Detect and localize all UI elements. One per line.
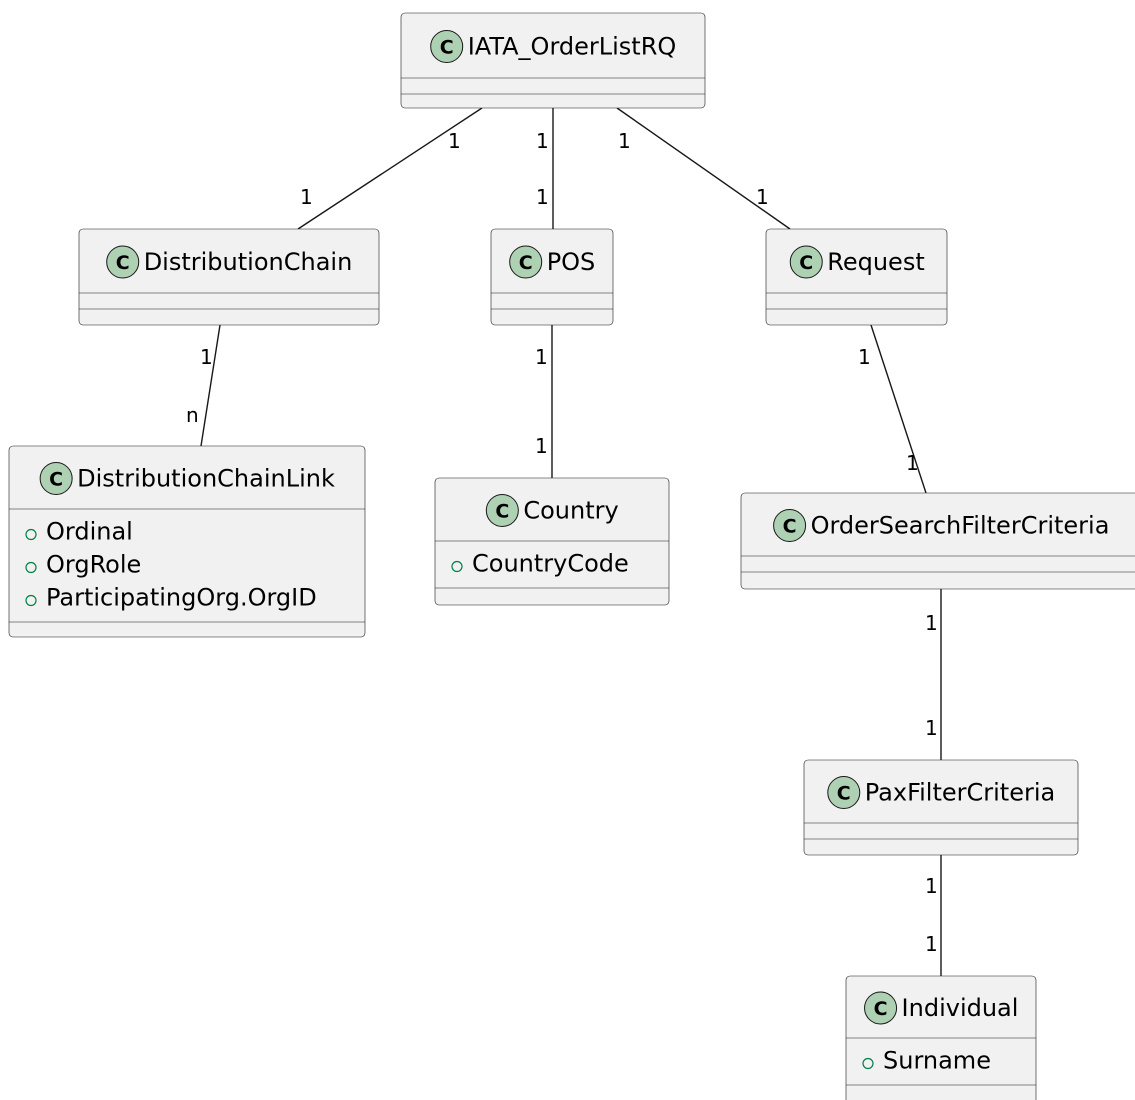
multiplicity-label: 1 bbox=[535, 345, 548, 369]
multiplicity-label: n bbox=[186, 403, 199, 427]
association-line-orderlistrq-request bbox=[616, 107, 791, 230]
association-line-orderlistrq-distchain bbox=[297, 107, 483, 230]
class-box-paxfc[interactable]: PaxFilterCriteria C bbox=[803, 759, 1079, 856]
class-name: Request bbox=[827, 248, 925, 276]
multiplicity-label: 1 bbox=[756, 185, 769, 209]
class-badge-icon: C bbox=[827, 776, 861, 809]
class-name: OrderSearchFilterCriteria bbox=[811, 512, 1110, 540]
class-box-osfc[interactable]: OrderSearchFilterCriteria C bbox=[740, 492, 1135, 590]
public-visibility-icon bbox=[25, 594, 37, 607]
class-name: PaxFilterCriteria bbox=[865, 779, 1055, 807]
multiplicity-label: 1 bbox=[535, 434, 548, 458]
class-badge-icon: C bbox=[789, 245, 823, 279]
multiplicity-label: 1 bbox=[906, 451, 919, 475]
class-badge-icon: C bbox=[864, 991, 898, 1025]
class-badge-letter: C bbox=[49, 469, 63, 491]
multiplicity-label: 1 bbox=[925, 716, 938, 740]
public-visibility-icon bbox=[25, 561, 37, 574]
public-visibility-icon bbox=[862, 1057, 874, 1070]
multiplicity-label: 1 bbox=[618, 129, 631, 153]
multiplicity-label: 1 bbox=[925, 932, 938, 956]
attribute-name: CountryCode bbox=[472, 550, 629, 578]
class-badge-icon: C bbox=[509, 245, 543, 279]
multiplicity-label: 1 bbox=[925, 611, 938, 635]
class-badge-letter: C bbox=[116, 252, 130, 274]
attribute-row: Ordinal bbox=[25, 518, 133, 546]
multiplicity-label: 1 bbox=[536, 185, 549, 209]
class-badge-letter: C bbox=[837, 783, 851, 805]
class-badge-letter: C bbox=[799, 252, 813, 274]
multiplicity-label: 1 bbox=[925, 874, 938, 898]
class-badge-icon: C bbox=[773, 509, 807, 542]
association-line-request-osfc bbox=[870, 324, 927, 494]
multiplicity-label: 1 bbox=[200, 345, 213, 369]
class-name: DistributionChainLink bbox=[77, 465, 335, 493]
multiplicity-label: 1 bbox=[300, 185, 313, 209]
multiplicity-label: 1 bbox=[448, 129, 461, 153]
class-box-individual[interactable]: Individual C Surname bbox=[845, 975, 1037, 1100]
attribute-name: OrgRole bbox=[46, 551, 141, 579]
class-badge-letter: C bbox=[783, 516, 797, 538]
class-badge-icon: C bbox=[485, 494, 519, 527]
class-name: Country bbox=[523, 497, 618, 525]
attribute-name: Surname bbox=[883, 1047, 991, 1075]
public-visibility-icon bbox=[451, 560, 463, 573]
multiplicity-label: 1 bbox=[536, 129, 549, 153]
attribute-row: ParticipatingOrg.OrgID bbox=[25, 584, 317, 612]
class-box-orderlistrq[interactable]: IATA_OrderListRQ C bbox=[400, 12, 706, 109]
class-name: IATA_OrderListRQ bbox=[468, 33, 677, 61]
class-box-country[interactable]: Country C CountryCode bbox=[434, 477, 670, 606]
class-box-distchainlink[interactable]: DistributionChainLink C OrdinalOrgRolePart… bbox=[8, 445, 366, 638]
class-badge-letter: C bbox=[874, 998, 888, 1020]
class-box-distchain[interactable]: DistributionChain C bbox=[78, 228, 380, 326]
class-badge-letter: C bbox=[495, 501, 509, 523]
class-box-pos[interactable]: POS C bbox=[490, 228, 614, 326]
class-name: POS bbox=[547, 248, 596, 276]
multiplicity-label: 1 bbox=[858, 345, 871, 369]
class-badge-letter: C bbox=[440, 37, 454, 59]
attribute-row: OrgRole bbox=[25, 551, 141, 579]
class-name: DistributionChain bbox=[144, 248, 353, 276]
class-badge-letter: C bbox=[519, 252, 533, 274]
public-visibility-icon bbox=[25, 528, 37, 541]
attribute-name: Ordinal bbox=[46, 518, 133, 546]
class-badge-icon: C bbox=[430, 30, 464, 63]
class-name: Individual bbox=[902, 994, 1019, 1022]
attribute-row: Surname bbox=[862, 1047, 991, 1075]
association-line-distchain-distchainlink bbox=[200, 324, 221, 447]
class-box-request[interactable]: Request C bbox=[765, 228, 948, 326]
attribute-row: CountryCode bbox=[451, 550, 629, 578]
class-badge-icon: C bbox=[106, 245, 140, 279]
class-badge-icon: C bbox=[39, 462, 73, 495]
attribute-name: ParticipatingOrg.OrgID bbox=[46, 584, 317, 612]
